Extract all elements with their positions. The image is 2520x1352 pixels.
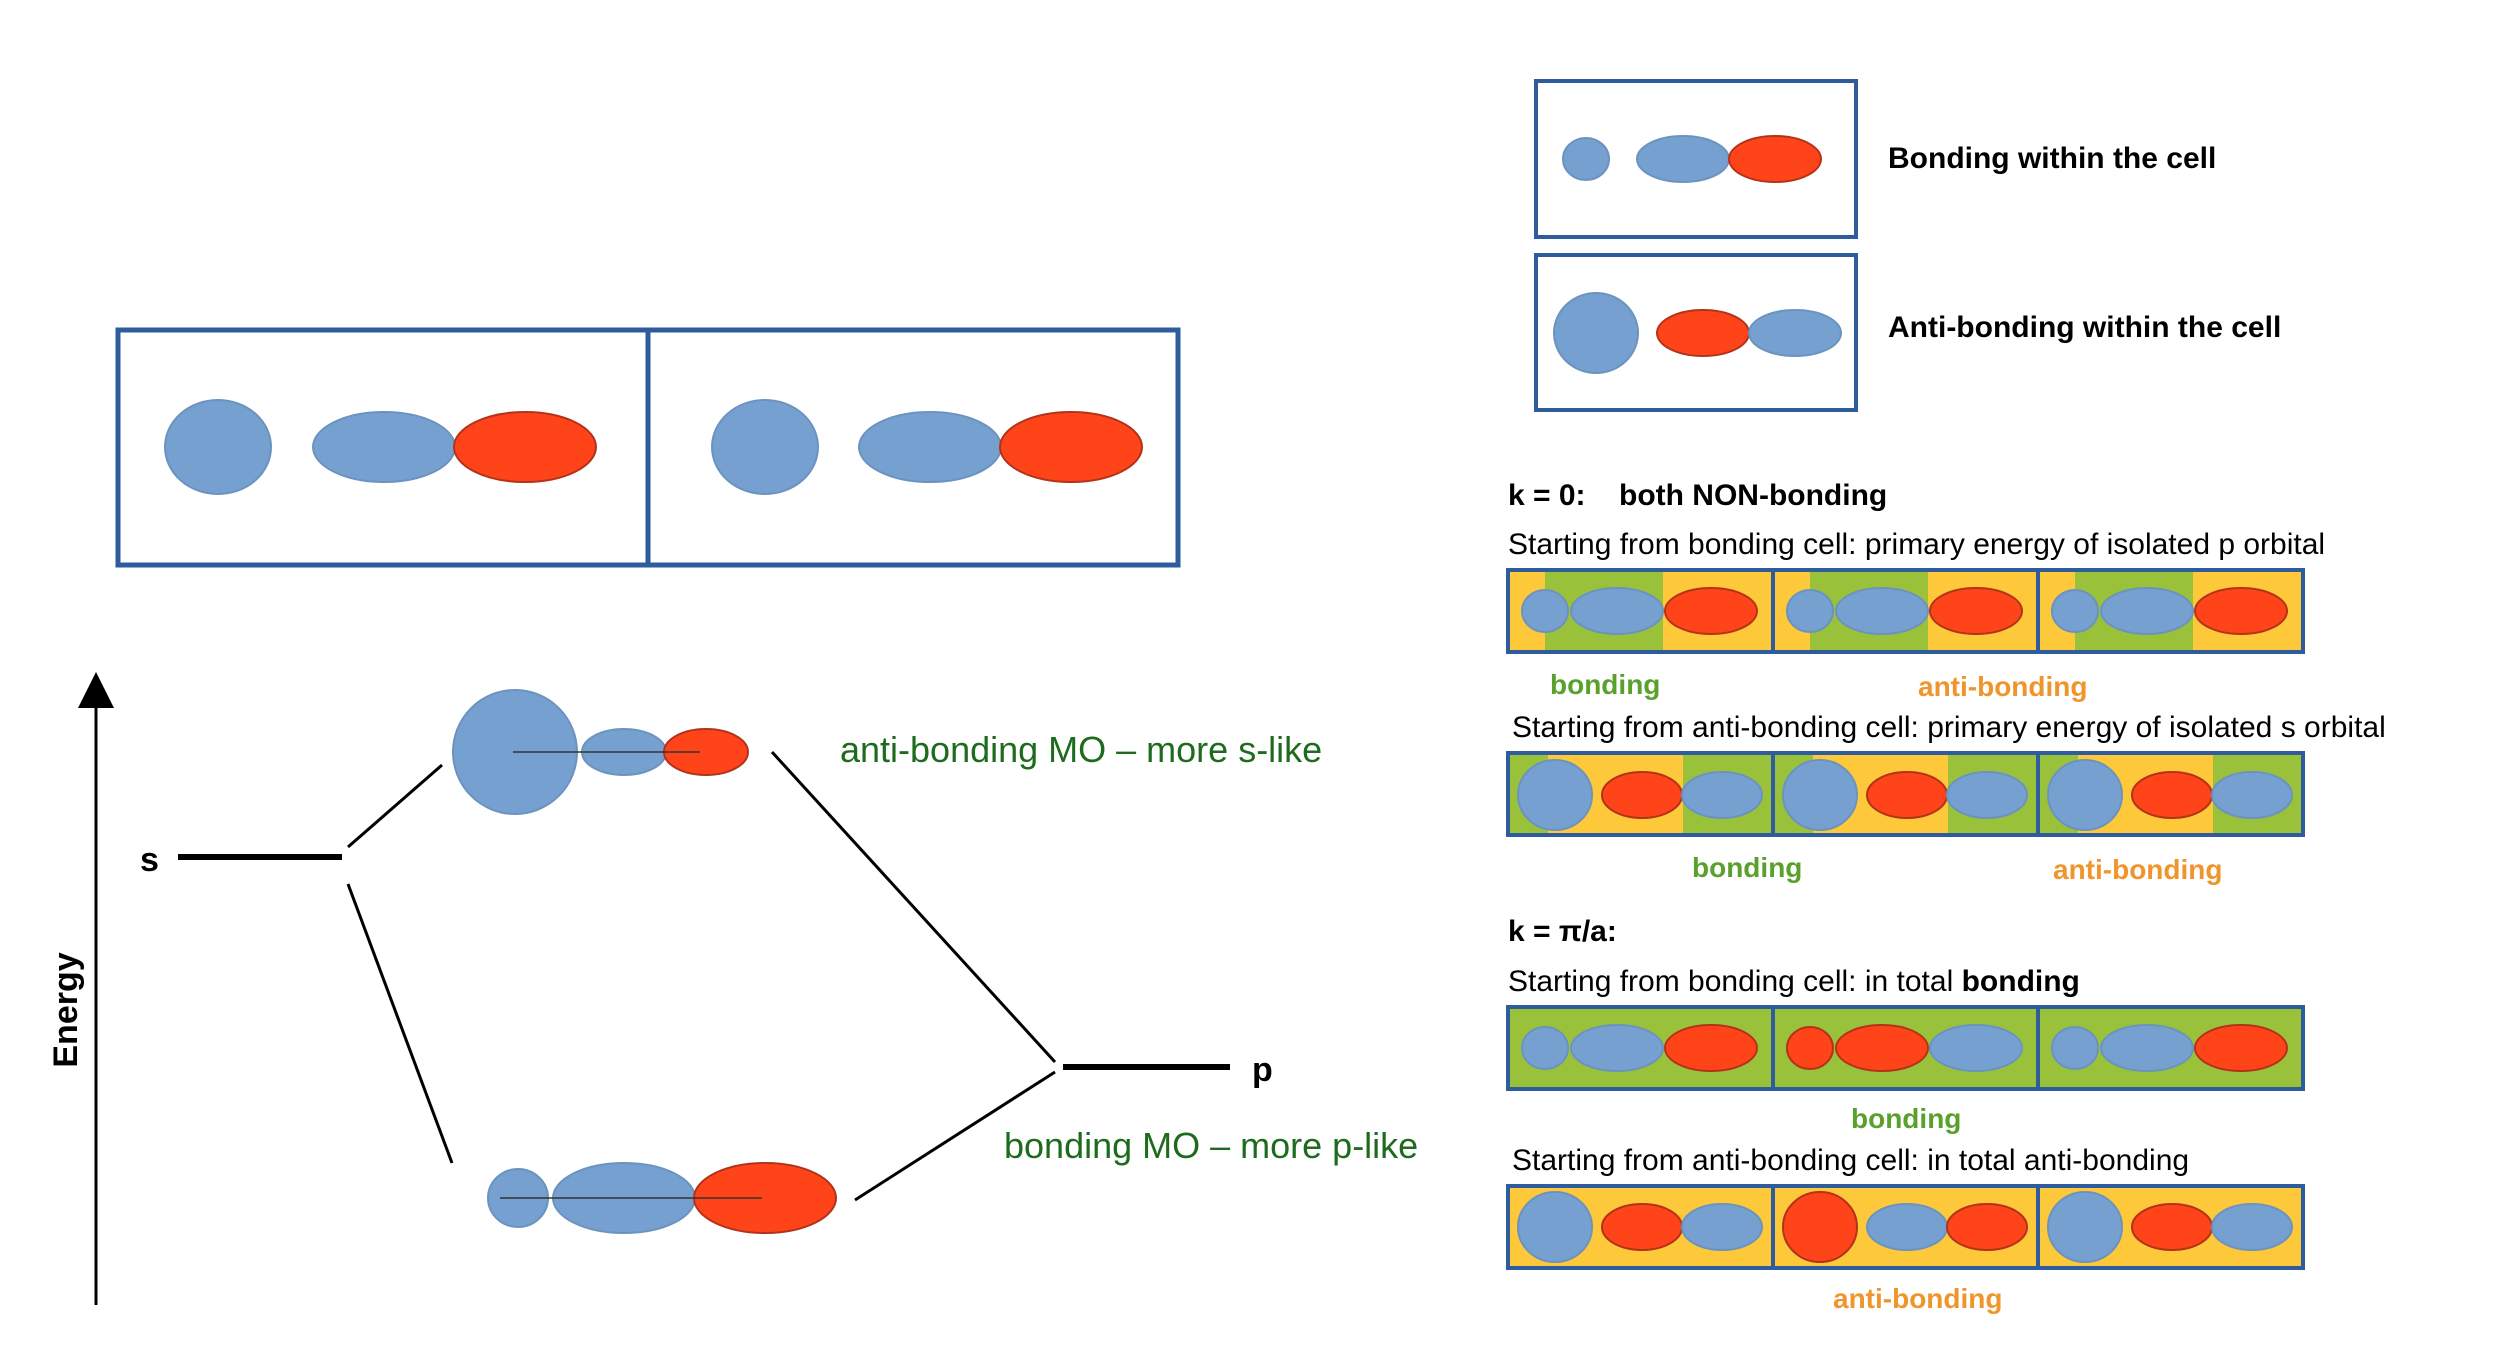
p-orbital-lobe-red	[1835, 1024, 1929, 1072]
legend-antibonding-label: Anti-bonding within the cell	[1888, 311, 2282, 344]
k0-row2-caption: Starting from anti-bonding cell: primary…	[1512, 711, 2386, 744]
s-orbital	[2051, 589, 2099, 633]
s-orbital	[2047, 1191, 2123, 1263]
k0-row2-label-antibonding: anti-bonding	[2053, 854, 2223, 885]
p-orbital-lobe-blue	[1946, 771, 2028, 819]
bonding-mo-label: bonding MO – more p-like	[1004, 1125, 1419, 1166]
kpi-row4-label: anti-bonding	[1833, 1283, 2003, 1314]
p-orbital-lobe-blue	[2211, 1203, 2293, 1251]
unit-cell-pair	[115, 327, 1181, 568]
p-orbital-lobe-blue	[1748, 309, 1842, 357]
legend	[1534, 79, 1858, 412]
p-orbital-lobe-blue	[1681, 771, 1763, 819]
kpi-row3-label: bonding	[1851, 1103, 1962, 1134]
p-orbital-lobe-blue	[1835, 587, 1929, 635]
k0-row1-label-antibonding: anti-bonding	[1918, 671, 2088, 702]
s-level-label: s	[140, 841, 159, 879]
s-orbital	[1521, 1026, 1569, 1070]
kpi-row3-caption: Starting from bonding cell: in total bon…	[1508, 967, 2080, 997]
k0-row2-label-bonding: bonding	[1692, 852, 1803, 883]
s-orbital	[1517, 759, 1593, 831]
legend-bonding-label: Bonding within the cell	[1888, 142, 2217, 175]
cell-strip-frame	[1506, 751, 2305, 837]
s-orbital	[1521, 589, 1569, 633]
s-orbital	[2047, 759, 2123, 831]
s-orbital	[1562, 137, 1610, 181]
connector-bonding-p	[854, 1070, 1056, 1202]
p-orbital-lobe-red	[2194, 587, 2288, 635]
cell-strip-frame	[1506, 568, 2305, 654]
s-orbital	[1553, 292, 1639, 374]
p-orbital-lobe-red	[1664, 1024, 1758, 1072]
k0-row1-caption: Starting from bonding cell: primary ener…	[1508, 528, 2326, 561]
connector-s-bonding	[346, 883, 454, 1164]
p-orbital-lobe-red	[1929, 587, 2023, 635]
cell-strip-frame	[1506, 1005, 2305, 1091]
kpi-row3-caption-prefix: Starting from bonding cell: in total	[1508, 965, 1954, 998]
k0-heading-k: k = 0:	[1508, 479, 1586, 512]
p-level-label: p	[1252, 1051, 1273, 1089]
energy-level-diagram	[78, 672, 1230, 1305]
k0-row-bonding-cells	[1506, 568, 2305, 654]
p-orbital-lobe-red	[453, 411, 597, 483]
p-orbital-lobe-red	[1664, 587, 1758, 635]
p-orbital-lobe-red	[1946, 1203, 2028, 1251]
p-orbital-lobe-blue	[1681, 1203, 1763, 1251]
connector-antibonding-p	[770, 750, 1057, 1064]
s-orbital	[164, 399, 272, 495]
kpi-row-bonding-cells	[1506, 1005, 2305, 1091]
p-orbital-lobe-blue	[1570, 587, 1664, 635]
p-orbital-lobe-red	[2194, 1024, 2288, 1072]
p-orbital-lobe-red	[2131, 1203, 2213, 1251]
p-orbital-lobe-blue	[1929, 1024, 2023, 1072]
kpi-row-antibonding-cells	[1506, 1184, 2305, 1270]
p-orbital-lobe-blue	[2100, 587, 2194, 635]
energy-axis-label: Energy	[47, 952, 85, 1068]
kpi-row4-caption: Starting from anti-bonding cell: in tota…	[1512, 1144, 2190, 1177]
antibonding-mo-label: anti-bonding MO – more s-like	[840, 729, 1323, 770]
p-orbital-lobe-red	[1601, 771, 1683, 819]
s-orbital	[1517, 1191, 1593, 1263]
p-orbital-lobe-blue	[858, 411, 1002, 483]
p-orbital-lobe-blue	[1570, 1024, 1664, 1072]
p-orbital-lobe-red	[999, 411, 1143, 483]
s-orbital	[1786, 1026, 1834, 1070]
p-orbital-lobe-red	[1601, 1203, 1683, 1251]
p-orbital-lobe-blue	[1636, 135, 1730, 183]
connector-s-antibonding	[347, 763, 443, 849]
s-orbital	[711, 399, 819, 495]
s-orbital	[1786, 589, 1834, 633]
p-orbital-lobe-blue	[2211, 771, 2293, 819]
kpi-heading: k = π/a:	[1508, 915, 1617, 948]
p-orbital-lobe-blue	[312, 411, 456, 483]
p-orbital-lobe-red	[1656, 309, 1750, 357]
s-orbital	[1782, 1191, 1858, 1263]
cell-strip-frame	[1506, 1184, 2305, 1270]
bonding-mo-orbitals	[487, 1162, 837, 1234]
k0-row1-label-bonding: bonding	[1550, 669, 1661, 700]
s-orbital	[1782, 759, 1858, 831]
kpi-row3-caption-bold: bonding	[1961, 965, 2080, 998]
p-orbital-lobe-red	[2131, 771, 2213, 819]
p-orbital-lobe-blue	[1866, 1203, 1948, 1251]
s-orbital	[2051, 1026, 2099, 1070]
p-orbital-lobe-red	[1728, 135, 1822, 183]
antibonding-mo-orbitals	[452, 689, 749, 815]
p-orbital-lobe-red	[1866, 771, 1948, 819]
k0-heading-text: both NON-bonding	[1619, 479, 1888, 512]
k0-row-antibonding-cells	[1506, 751, 2305, 837]
p-orbital-lobe-blue	[2100, 1024, 2194, 1072]
